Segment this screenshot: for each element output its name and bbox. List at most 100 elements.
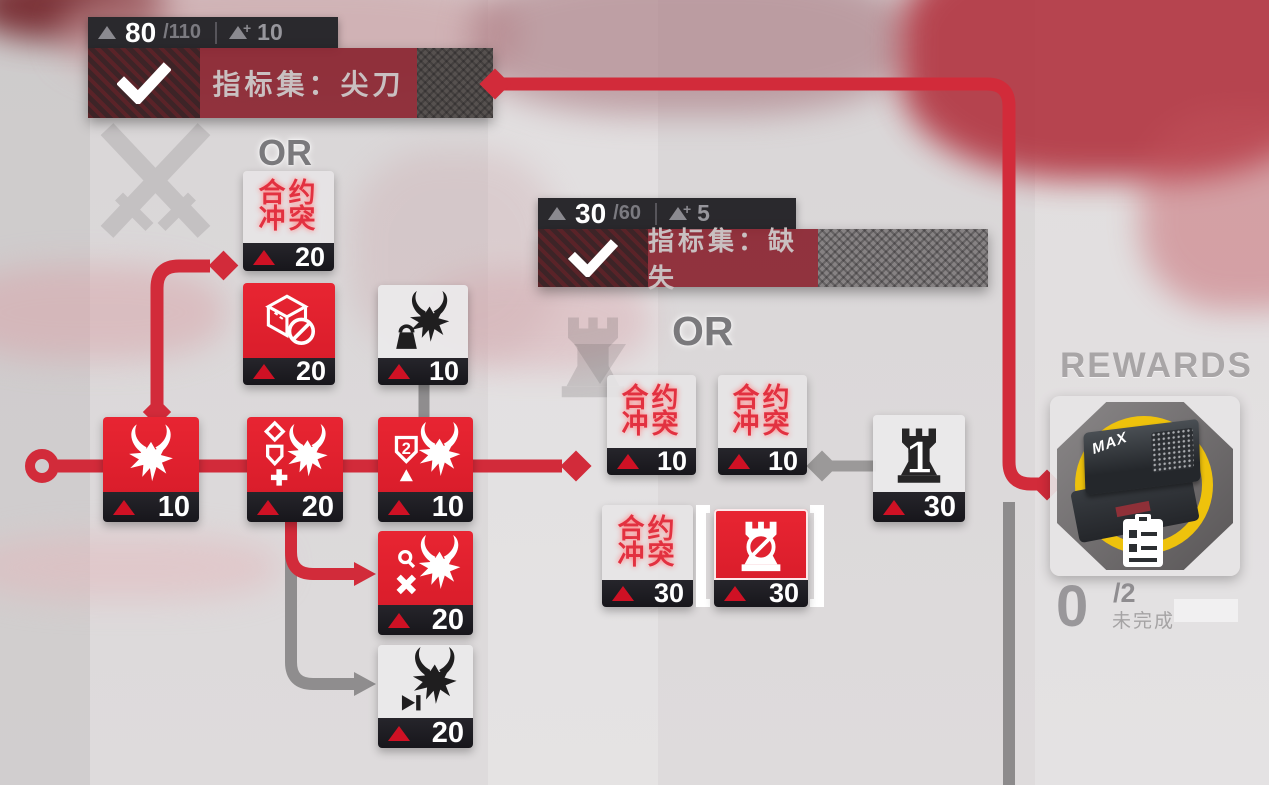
- rewards-count: 0: [1056, 574, 1089, 639]
- checkmark-segment: [538, 229, 648, 287]
- tag-set-banner-queshi[interactable]: 指标集：缺失: [538, 226, 988, 293]
- triangle-watermark: [574, 344, 626, 384]
- risk-triangle-icon: [388, 725, 410, 741]
- risk-triangle-icon: [548, 207, 566, 220]
- risk-bar: 10: [718, 448, 807, 475]
- enemy-spider-icon: [103, 417, 199, 492]
- node-enemy-start[interactable]: 10: [103, 417, 199, 522]
- risk-bar: 30: [873, 492, 965, 522]
- risk-value: 20: [431, 716, 464, 749]
- risk-triangle-icon: [724, 586, 746, 601]
- contract-word-line2: 冲突: [617, 539, 678, 570]
- bg-blur: [470, 0, 910, 115]
- or-label-mid: OR: [672, 308, 734, 354]
- risk-value: 10: [656, 446, 687, 476]
- risk-bar: 20: [243, 358, 335, 385]
- check-icon: [568, 239, 618, 277]
- contract-word-line1: 合约: [732, 382, 793, 413]
- rewards-status: 未完成: [1112, 611, 1176, 632]
- node-enemy-skip[interactable]: 20: [378, 645, 473, 748]
- risk-triangle-icon: [388, 612, 410, 628]
- risk-triangle-icon: [257, 499, 279, 515]
- risk-bar: 10: [378, 492, 473, 522]
- rewards-total: /2: [1113, 578, 1136, 608]
- reward-panel: MAX: [1050, 396, 1240, 576]
- risk-bar: 30: [602, 580, 693, 607]
- hatch-segment: [818, 229, 988, 287]
- risk-bonus: 10: [257, 19, 283, 45]
- risk-bonus-triangle-icon: [668, 207, 687, 220]
- risk-bar: 10: [378, 358, 468, 385]
- bg-blur: [0, 535, 280, 600]
- node-tower-ban[interactable]: 30: [714, 509, 808, 607]
- risk-statbar-jiandao: 80 /110 + 10: [88, 17, 338, 48]
- risk-triangle-icon: [98, 26, 116, 39]
- bg-blur: [0, 265, 225, 360]
- risk-value: 30: [923, 490, 956, 523]
- node-contract-conflict-mid-right[interactable]: 合约 冲突 10: [718, 375, 807, 475]
- selection-bracket-left: [696, 505, 710, 607]
- risk-triangle-icon: [253, 364, 275, 379]
- contract-word-line1: 合约: [617, 513, 678, 544]
- risk-max: /60: [613, 202, 641, 224]
- divider: [214, 21, 217, 44]
- plus-icon: +: [682, 200, 692, 217]
- grille-texture: [1151, 427, 1195, 473]
- risk-current: 80: [125, 16, 157, 48]
- node-contract-conflict-bottom[interactable]: 合约 冲突 30: [602, 505, 693, 607]
- node-cube-ban[interactable]: 20: [243, 283, 335, 385]
- tower-ban-icon: [714, 509, 808, 580]
- risk-bar: 10: [607, 448, 696, 475]
- node-contract-conflict-top[interactable]: 合约 冲突 20: [243, 171, 334, 271]
- risk-triangle-icon: [253, 249, 275, 265]
- contract-conflict-text: 合约 冲突: [243, 171, 334, 243]
- risk-triangle-icon: [388, 499, 410, 515]
- node-enemy-buffed[interactable]: 20: [247, 417, 343, 522]
- node-tower-one[interactable]: 1 30: [873, 415, 965, 522]
- risk-bar: 20: [243, 243, 334, 271]
- risk-value: 20: [301, 490, 334, 523]
- contract-word-line2: 冲突: [732, 408, 793, 439]
- risk-bar: 20: [247, 492, 343, 522]
- enemy-cross-icon: [378, 531, 473, 605]
- enemy-skip-icon: [378, 645, 473, 718]
- risk-bar: 30: [714, 580, 808, 607]
- risk-current: 30: [575, 197, 607, 229]
- risk-bar: 10: [103, 492, 199, 522]
- tag-set-label: 指标集：缺失: [648, 226, 818, 293]
- tag-set-banner-jiandao[interactable]: 指标集：尖刀: [88, 48, 493, 118]
- risk-value: 10: [428, 356, 459, 386]
- contract-word-line1: 合约: [258, 178, 319, 209]
- plus-icon: +: [242, 19, 252, 36]
- risk-max: /110: [163, 21, 201, 43]
- rewards-title: REWARDS: [1060, 346, 1253, 385]
- risk-value: 10: [157, 490, 190, 523]
- risk-triangle-icon: [617, 454, 639, 469]
- tower-number: 1: [906, 431, 932, 483]
- tower-one-icon: 1: [873, 415, 965, 492]
- risk-triangle-icon: [388, 364, 410, 379]
- enemy-weight-icon: [378, 285, 468, 358]
- contract-conflict-text: 合约 冲突: [602, 505, 693, 580]
- contract-conflict-text: 合约 冲突: [718, 375, 807, 448]
- risk-triangle-icon: [883, 499, 905, 515]
- risk-triangle-icon: [113, 499, 135, 515]
- reward-item-label: MAX: [1090, 428, 1130, 458]
- risk-value: 20: [431, 603, 464, 636]
- cube-ban-icon: [243, 283, 335, 358]
- hatch-segment: [417, 48, 493, 118]
- node-enemy-weight[interactable]: 10: [378, 285, 468, 385]
- bg-blur: [1140, 110, 1269, 310]
- divider: [654, 202, 657, 225]
- risk-bar: 20: [378, 605, 473, 635]
- shield-badge: 2: [401, 439, 410, 457]
- risk-bonus: 5: [697, 200, 710, 226]
- node-enemy-cross[interactable]: 20: [378, 531, 473, 635]
- contract-conflict-text: 合约 冲突: [607, 375, 696, 448]
- enemy-buff-icon: [247, 417, 343, 492]
- risk-value: 20: [295, 356, 326, 386]
- risk-value: 30: [653, 578, 684, 608]
- node-enemy-shield[interactable]: 2 10: [378, 417, 473, 522]
- bg-band: [0, 0, 90, 785]
- node-contract-conflict-mid-left[interactable]: 合约 冲突 10: [607, 375, 696, 475]
